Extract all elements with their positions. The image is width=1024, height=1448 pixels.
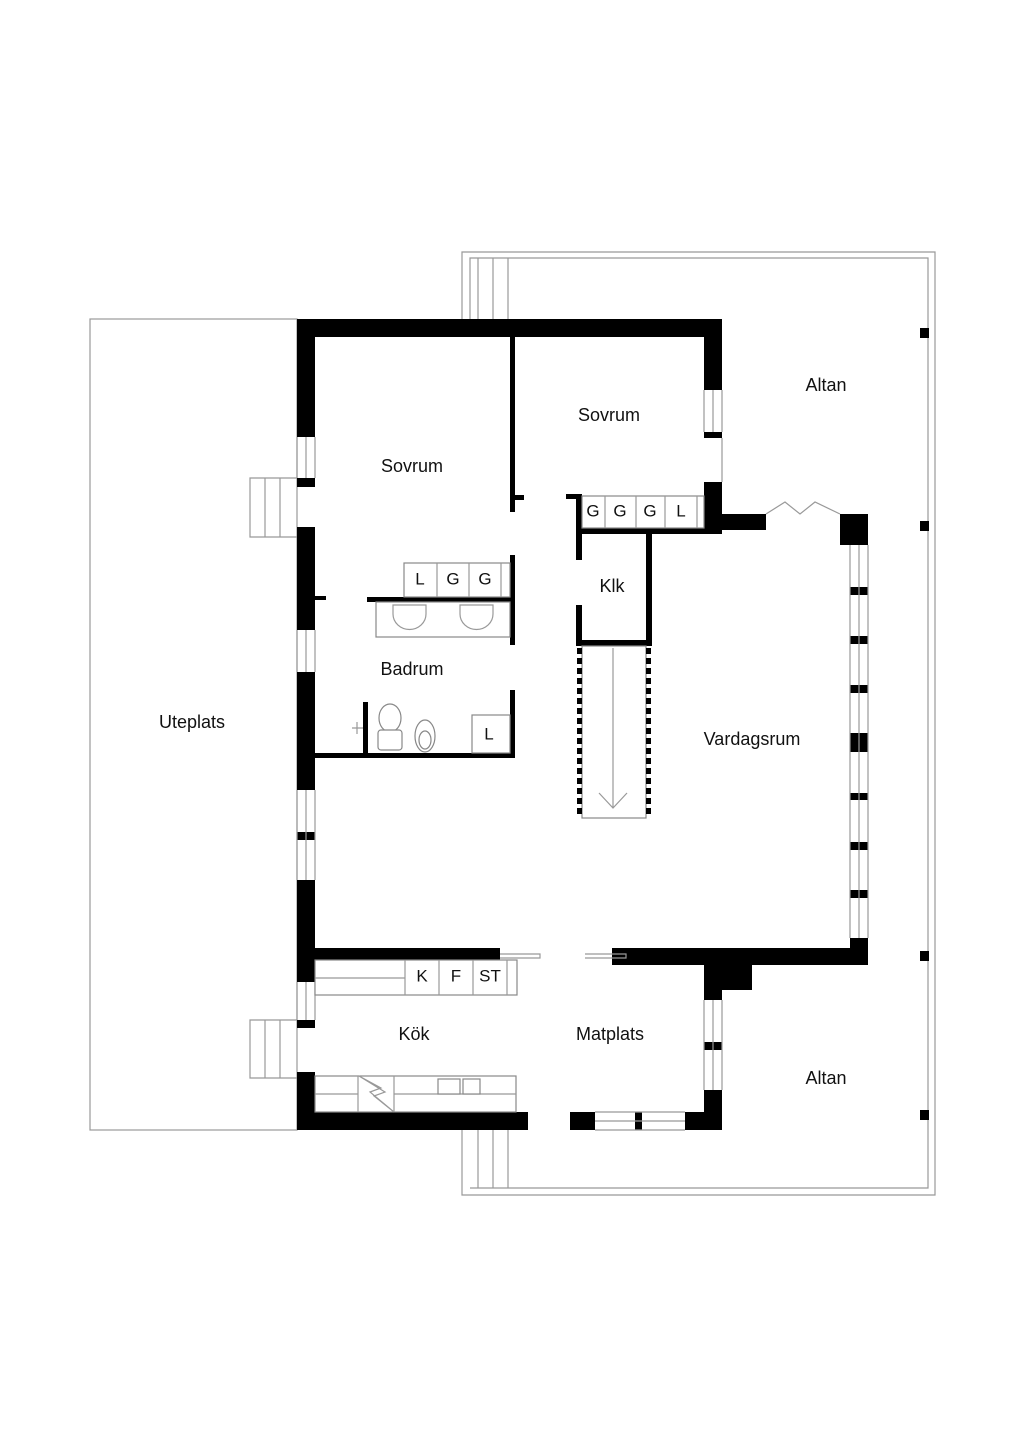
post <box>920 1110 929 1120</box>
sink-counter <box>375 601 511 638</box>
wardrobe-label: G <box>478 569 491 588</box>
wardrobe-label: G <box>446 569 459 588</box>
appliance-label: K <box>416 966 428 985</box>
exterior-walls <box>297 319 868 1130</box>
windows <box>296 390 869 1131</box>
sink-icon <box>462 1078 481 1095</box>
bath-cabinet: L <box>471 714 511 754</box>
appliance-label: F <box>451 966 461 985</box>
wardrobe-bath: L G G <box>403 562 511 598</box>
svg-text:L: L <box>484 724 493 743</box>
sink-icon <box>459 604 494 631</box>
appliance-label: ST <box>479 966 501 985</box>
wardrobe-label: G <box>586 501 599 520</box>
room-label-klk: Klk <box>599 576 625 596</box>
room-label-kok: Kök <box>398 1024 430 1044</box>
stove-icon <box>358 1075 395 1113</box>
room-label-uteplats: Uteplats <box>159 712 225 732</box>
shower-icon <box>352 722 363 734</box>
wardrobe-label: L <box>676 501 685 520</box>
post <box>920 951 929 961</box>
post <box>920 521 929 531</box>
room-label-sovrum-right: Sovrum <box>578 405 640 425</box>
room-label-matplats: Matplats <box>576 1024 644 1044</box>
wardrobe-hall: G G G L <box>581 495 705 529</box>
bidet-bowl-icon <box>418 730 432 750</box>
room-label-altan-top: Altan <box>805 375 846 395</box>
sink-icon <box>392 604 427 631</box>
altan-deck <box>461 251 936 1196</box>
toilet-icon <box>377 703 403 751</box>
room-label-vardagsrum: Vardagsrum <box>704 729 801 749</box>
room-label-altan-bottom: Altan <box>805 1068 846 1088</box>
wardrobe-label: L <box>415 569 424 588</box>
steps-west <box>249 477 297 1079</box>
staircase[interactable] <box>577 645 651 819</box>
room-label-badrum: Badrum <box>380 659 443 679</box>
kitchen-counter-top: K F ST <box>314 959 518 996</box>
interior-walls <box>315 337 722 758</box>
wardrobe-label: G <box>613 501 626 520</box>
post <box>920 328 929 338</box>
wardrobe-label: G <box>643 501 656 520</box>
room-label-sovrum-left: Sovrum <box>381 456 443 476</box>
sink-icon <box>437 1078 461 1095</box>
kitchen-counter-bottom <box>314 1075 517 1113</box>
